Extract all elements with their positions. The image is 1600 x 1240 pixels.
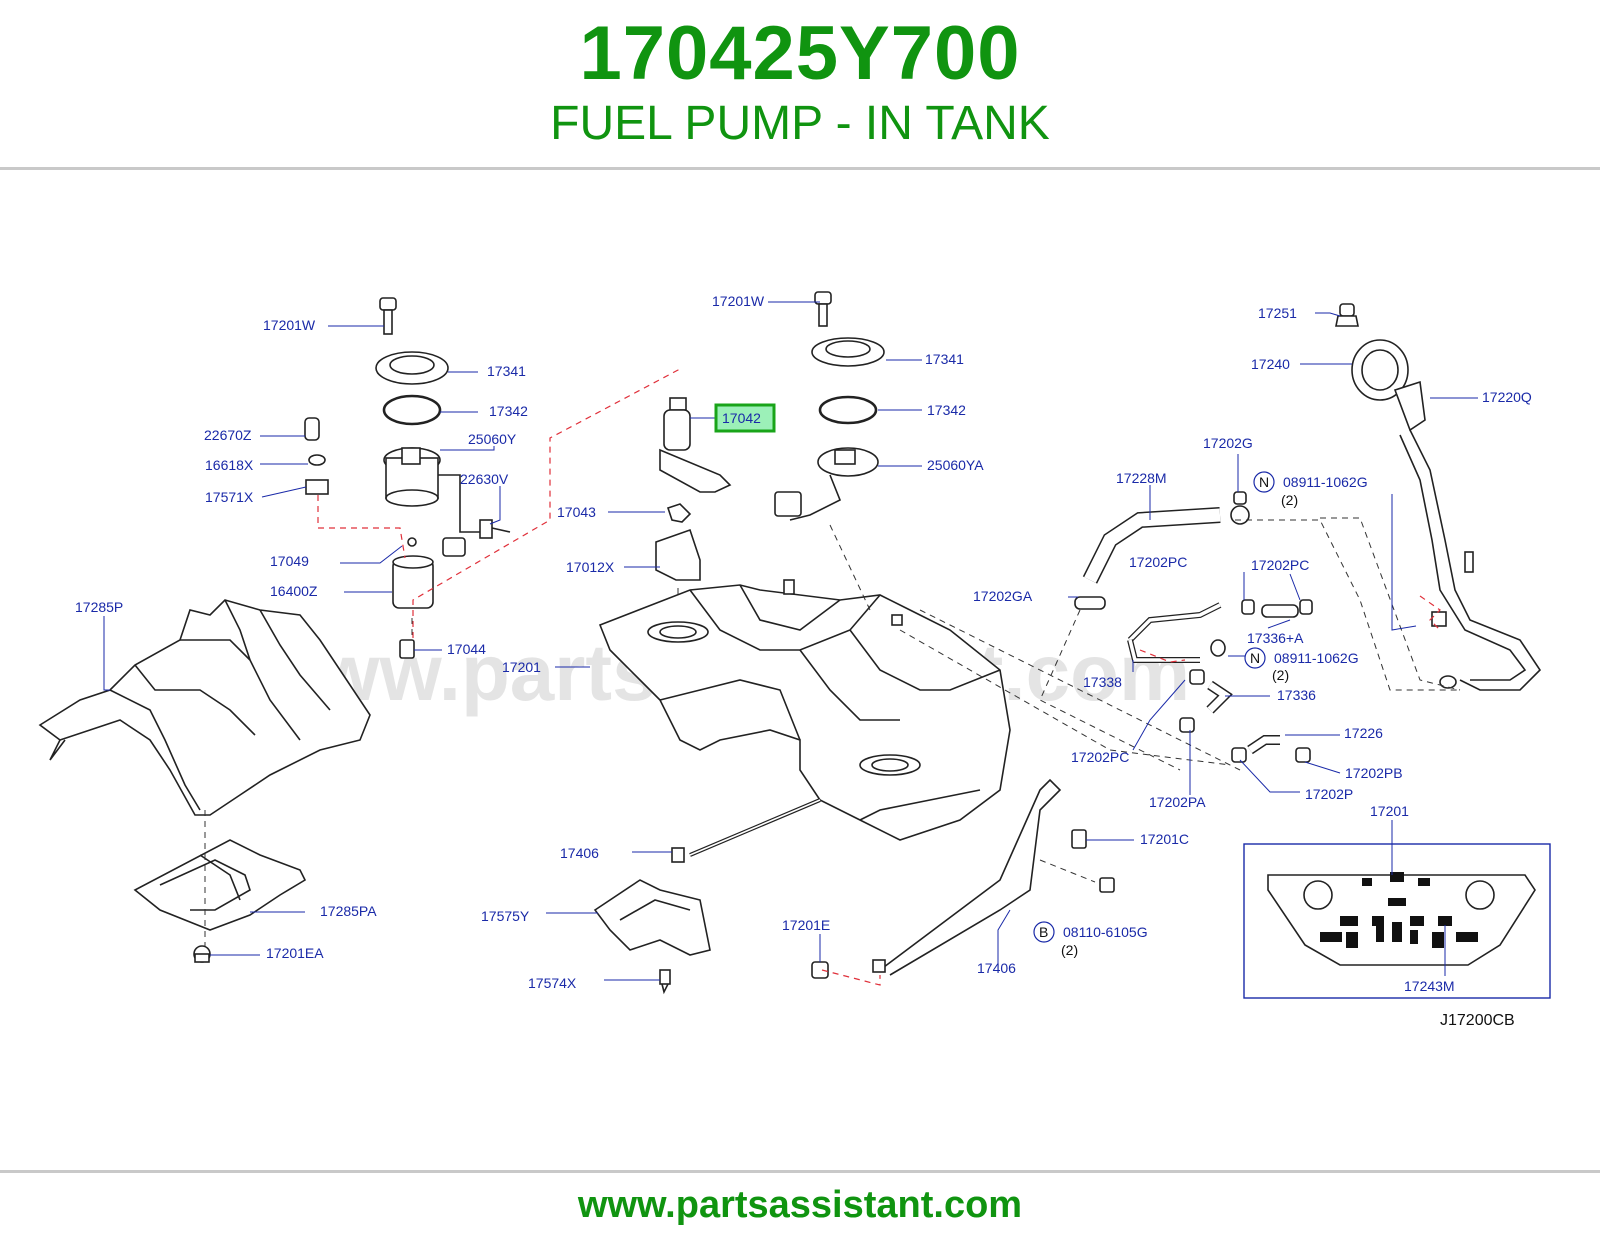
callout-17042[interactable]: 17042 <box>722 410 761 426</box>
badge-N-a: N <box>1259 474 1269 490</box>
callout-17202G: 17202G <box>1203 435 1253 451</box>
inset-box <box>1243 843 1551 999</box>
callout-17342-mid: 17342 <box>927 402 966 418</box>
callout-17336A: 17336+A <box>1247 630 1304 646</box>
callout-17202P: 17202P <box>1305 786 1353 802</box>
red-dash-pump-route <box>412 365 679 638</box>
callout-17336: 17336 <box>1277 687 1316 703</box>
inset-tank-top-drawing <box>1267 872 1536 966</box>
callout-17043: 17043 <box>557 504 596 520</box>
tank-straps-drawing <box>671 778 1062 976</box>
callout-17201-inset: 17201 <box>1370 803 1409 819</box>
part-name-subtitle: FUEL PUMP - IN TANK <box>550 97 1050 150</box>
callout-17338: 17338 <box>1083 674 1122 690</box>
fuel-tank-17201-drawing <box>598 579 1011 841</box>
badge-N-b: N <box>1250 650 1260 666</box>
diagram-ref-code: J17200CB <box>1440 1012 1515 1029</box>
red-dash-filler <box>1419 595 1441 631</box>
dash-guide <box>1039 609 1181 771</box>
nut-badge-icon <box>1253 471 1275 493</box>
callout-17574X: 17574X <box>528 975 577 991</box>
callout-25060Y: 25060Y <box>468 431 517 447</box>
callout-17228M: 17228M <box>1116 470 1167 486</box>
callout-17202GA: 17202GA <box>973 588 1033 604</box>
clamp-17202G-drawing <box>1230 491 1250 525</box>
bolt-17201C <box>1071 829 1087 849</box>
nut-17201E <box>811 961 829 979</box>
callout-08110-6105G: 08110-6105G <box>1063 924 1148 940</box>
callout-17049: 17049 <box>270 553 309 569</box>
callout-17201W-left: 17201W <box>263 317 316 333</box>
callout-17201E: 17201E <box>782 917 830 933</box>
callout-17226: 17226 <box>1344 725 1383 741</box>
callout-22630V: 22630V <box>460 471 509 487</box>
heat-shield-drawing <box>38 599 371 816</box>
callout-17202PC-a: 17202PC <box>1129 554 1187 570</box>
dash-guide <box>829 524 871 611</box>
bolt-08110 <box>1099 877 1115 893</box>
vent-lines-drawing <box>1074 596 1313 763</box>
callout-17406-right: 17406 <box>977 960 1016 976</box>
footer-website-link[interactable]: www.partsassistant.com <box>577 1184 1023 1226</box>
callout-16618X: 16618X <box>205 457 254 473</box>
red-dash-17201E <box>821 969 881 986</box>
callout-17202PB: 17202PB <box>1345 765 1403 781</box>
bolt-badge-icon <box>1033 921 1055 943</box>
callout-22670Z: 22670Z <box>204 427 252 443</box>
left-pump-assembly-drawing <box>304 297 511 659</box>
clip-17574X-drawing <box>659 969 671 995</box>
callout-17202PC-b: 17202PC <box>1251 557 1309 573</box>
callout-17201W-mid: 17201W <box>712 293 765 309</box>
callout-17201EA: 17201EA <box>266 945 324 961</box>
hose-17228M-drawing <box>1082 507 1221 584</box>
leader-lines <box>103 301 1478 981</box>
callout-17575Y: 17575Y <box>481 908 530 924</box>
filler-neck-drawing <box>1335 303 1542 691</box>
callout-16400Z: 16400Z <box>270 583 318 599</box>
callout-17285PA: 17285PA <box>320 903 377 919</box>
callout-17251: 17251 <box>1258 305 1297 321</box>
nut-base <box>194 953 210 963</box>
callout-17285P: 17285P <box>75 599 123 615</box>
callout-17012X: 17012X <box>566 559 615 575</box>
header-divider <box>0 167 1600 170</box>
sender-assembly-drawing <box>774 291 885 521</box>
callout-17201C: 17201C <box>1140 831 1189 847</box>
callout-17341-mid: 17341 <box>925 351 964 367</box>
badge-B: B <box>1039 924 1048 940</box>
callout-17406-left: 17406 <box>560 845 599 861</box>
fuel-pump-17042-drawing <box>655 397 732 581</box>
callout-17044: 17044 <box>447 641 486 657</box>
callout-17202PA: 17202PA <box>1149 794 1206 810</box>
callout-08911-a-qty: (2) <box>1281 492 1298 508</box>
dash-guide <box>1235 519 1460 691</box>
callout-17243M: 17243M <box>1404 978 1455 994</box>
dash-guide <box>1039 859 1096 883</box>
callout-08110-qty: (2) <box>1061 942 1078 958</box>
callout-17202PC-c: 17202PC <box>1071 749 1129 765</box>
parts-diagram: .ln { stroke:#222; stroke-width:1.6; fil… <box>0 270 1600 1070</box>
callout-08911-1062G-b: 08911-1062G <box>1274 650 1359 666</box>
dash-guide <box>1320 517 1461 691</box>
bracket-17575Y-drawing <box>593 879 711 956</box>
callout-labels: 17201W 17341 17342 22670Z 25060Y 16618X … <box>75 293 1532 1029</box>
part-number-title: 170425Y700 <box>579 11 1021 96</box>
red-dash-17049 <box>317 495 406 559</box>
callout-17201-tank: 17201 <box>502 659 541 675</box>
callout-17341-left: 17341 <box>487 363 526 379</box>
callout-25060YA: 25060YA <box>927 457 984 473</box>
footer-divider <box>0 1170 1600 1173</box>
callout-17342-left: 17342 <box>489 403 528 419</box>
dash-guide <box>919 609 1241 771</box>
callout-08911-b-qty: (2) <box>1272 667 1289 683</box>
callout-08911-1062G-a: 08911-1062G <box>1283 474 1368 490</box>
nut-badge-icon <box>1244 647 1266 669</box>
lower-shield-drawing <box>133 839 307 931</box>
highlight-box-17042[interactable] <box>714 403 776 433</box>
callout-17240: 17240 <box>1251 356 1290 372</box>
parts-diagram-svg: .ln { stroke:#222; stroke-width:1.6; fil… <box>38 291 1551 1029</box>
callout-17220Q: 17220Q <box>1482 389 1532 405</box>
callout-17571X: 17571X <box>205 489 254 505</box>
